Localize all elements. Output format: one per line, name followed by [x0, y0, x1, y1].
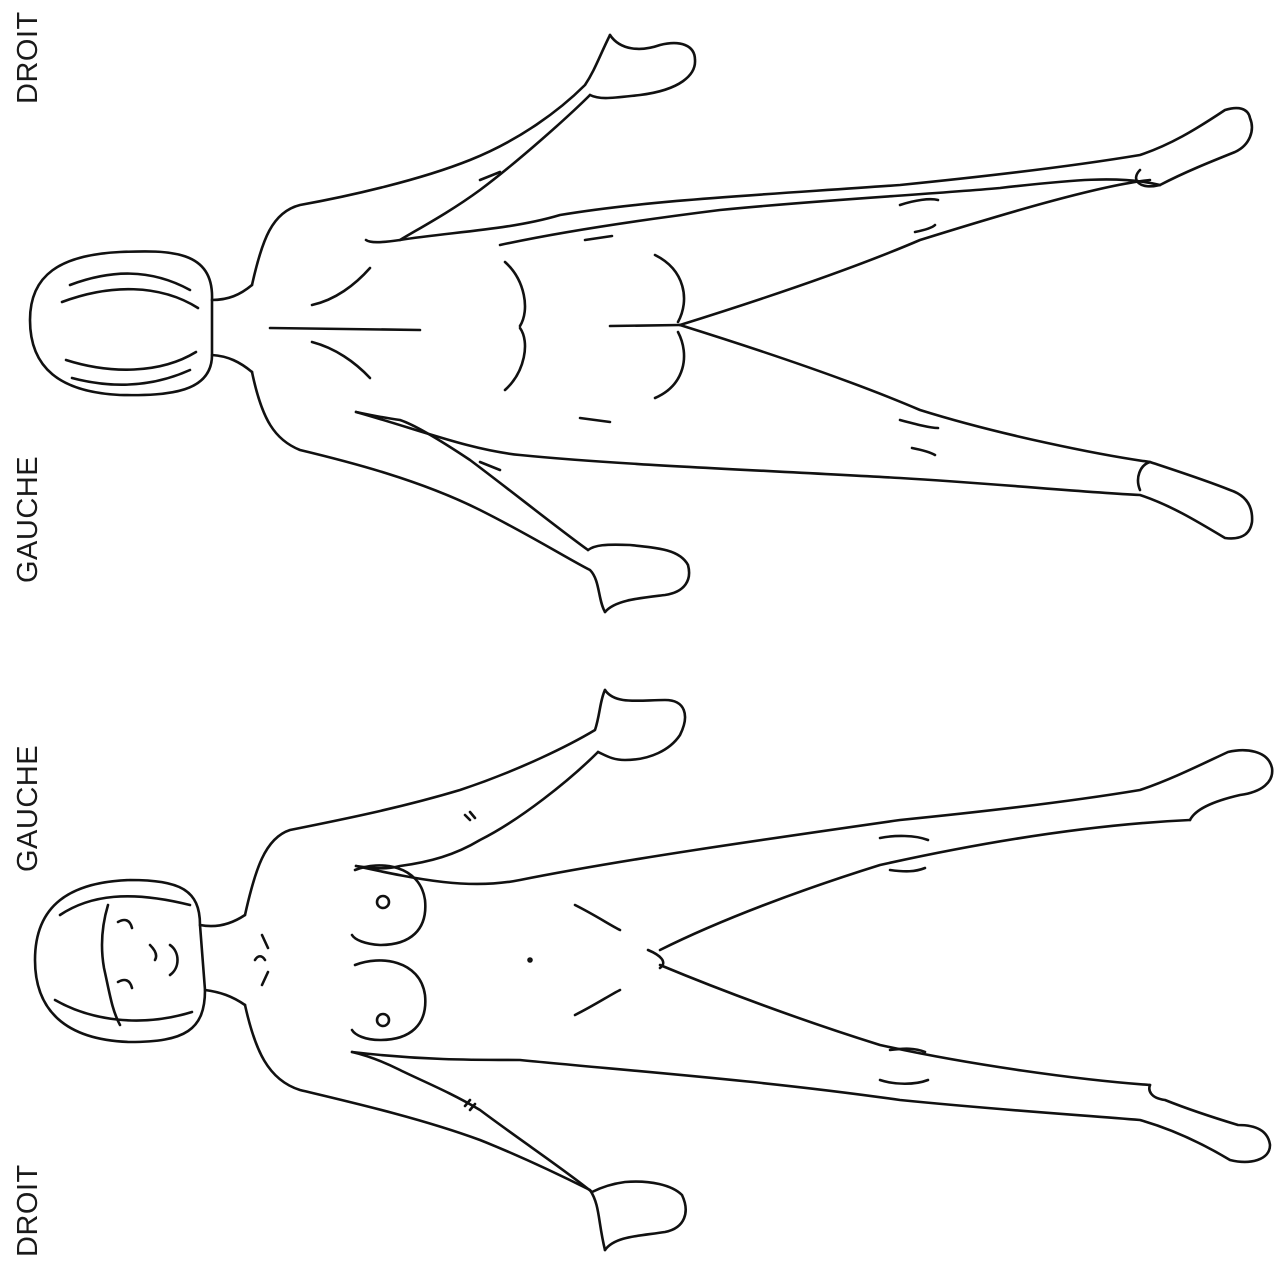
back-elbow-marks [480, 172, 612, 470]
front-right-arm-inner [352, 1052, 592, 1192]
front-neck [200, 915, 245, 1005]
back-shoulder-blades [312, 268, 370, 378]
front-left-arm-inner [356, 752, 598, 868]
back-right-arm-inner [366, 95, 590, 242]
front-left-side-label: GAUCHE [12, 745, 45, 872]
front-right-side-label: DROIT [12, 1164, 45, 1257]
front-head [35, 880, 205, 1042]
front-torso-upper [245, 690, 605, 915]
back-right-leg [400, 108, 1252, 240]
back-view-figure [30, 35, 1252, 612]
front-left-leg [356, 750, 1272, 884]
front-right-leg [352, 1052, 1270, 1162]
back-left-hand [588, 545, 689, 612]
front-navel [529, 959, 532, 962]
front-clavicle [255, 935, 268, 985]
back-neck [212, 285, 252, 372]
back-torso-lower [252, 372, 605, 612]
back-spine [270, 325, 680, 330]
back-right-leg-inner [500, 179, 1160, 325]
back-right-side-label: DROIT [12, 11, 45, 104]
back-left-arm-inner [356, 412, 588, 550]
front-left-nipple [377, 896, 389, 908]
back-left-leg-inner [680, 325, 1150, 462]
front-right-nipple [377, 1014, 389, 1026]
front-ribcage [575, 905, 620, 1015]
back-torso-upper [252, 35, 610, 285]
front-hair [55, 896, 192, 1020]
front-view-figure [35, 690, 1272, 1250]
front-elbow-marks [465, 812, 475, 1110]
back-left-side-label: GAUCHE [12, 456, 45, 583]
front-face [102, 905, 178, 1025]
front-right-leg-inner [660, 965, 1150, 1085]
front-right-hand [592, 1182, 686, 1250]
front-breasts [352, 865, 425, 1040]
front-left-hand [598, 690, 685, 760]
front-torso-lower [245, 1005, 605, 1250]
back-hair [62, 274, 198, 385]
back-knee-marks [900, 199, 938, 455]
